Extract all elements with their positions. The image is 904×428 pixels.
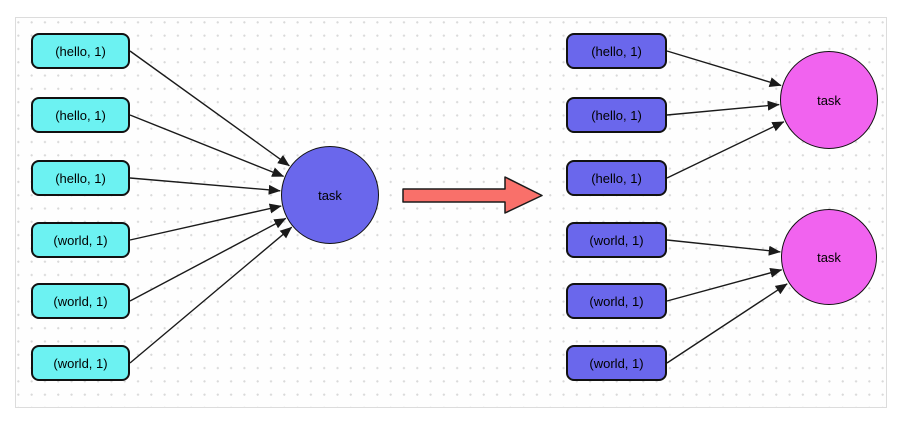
before-input-node-3: (hello, 1) <box>31 160 130 196</box>
before-task-node: task <box>281 146 379 244</box>
edge-after-world-3 <box>666 283 788 364</box>
edge-after-hello-2 <box>666 100 780 116</box>
diagram-canvas <box>15 17 887 408</box>
before-input-node-6: (world, 1) <box>31 345 130 381</box>
edge-before-2 <box>129 114 285 178</box>
edge-after-world-1 <box>666 239 781 256</box>
before-input-node-2: (hello, 1) <box>31 97 130 133</box>
after-input-node-2: (hello, 1) <box>566 97 667 133</box>
before-input-node-5: (world, 1) <box>31 283 130 319</box>
edge-after-hello-3 <box>666 121 785 179</box>
after-hello-task-node: task <box>780 51 878 149</box>
after-input-node-3: (hello, 1) <box>566 160 667 196</box>
edge-before-4 <box>129 203 282 241</box>
edge-before-5 <box>129 217 287 302</box>
after-input-node-1: (hello, 1) <box>566 33 667 69</box>
before-input-node-4: (world, 1) <box>31 222 130 258</box>
after-input-node-6: (world, 1) <box>566 345 667 381</box>
edge-before-1 <box>129 50 290 167</box>
edge-after-world-2 <box>666 267 783 302</box>
edge-before-6 <box>129 226 293 364</box>
edge-before-3 <box>129 177 281 195</box>
edge-after-hello-1 <box>666 50 782 87</box>
transform-arrow <box>402 176 543 214</box>
after-input-node-5: (world, 1) <box>566 283 667 319</box>
after-world-task-node: task <box>781 209 877 305</box>
after-input-node-4: (world, 1) <box>566 222 667 258</box>
before-input-node-1: (hello, 1) <box>31 33 130 69</box>
